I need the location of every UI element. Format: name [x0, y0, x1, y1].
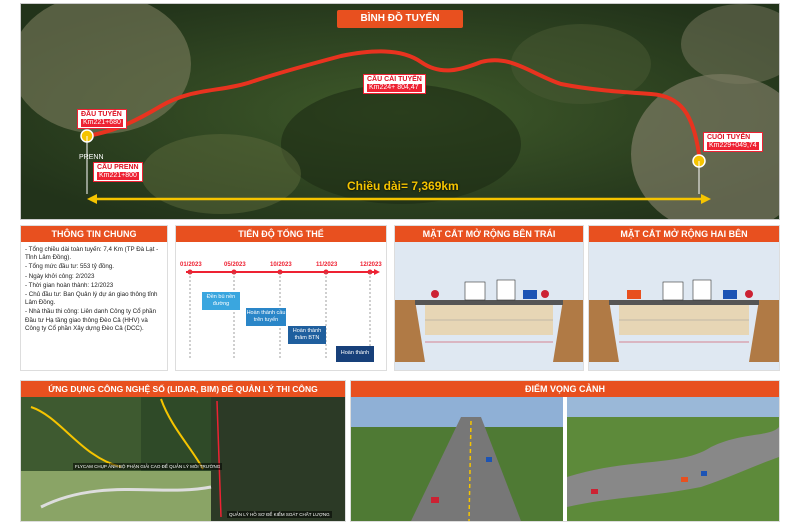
end-km: Km229+049,74 — [707, 142, 759, 150]
date-label: 05/2023 — [224, 262, 246, 268]
step-box: Hoàn thành cầu trên tuyến — [246, 308, 286, 326]
both-section-diagram — [589, 242, 779, 370]
bridge-km: Km224+ 804,47 — [367, 84, 422, 92]
date-label: 11/2023 — [316, 262, 338, 268]
start-km: Km221+680 — [81, 119, 123, 127]
prenn-name: CẦU PRENN — [97, 164, 139, 171]
both-section-panel: MẶT CẮT MỞ RỘNG HAI BÊN — [588, 225, 780, 371]
bridge-label: CẦU CÁI TUYẾN Km224+ 804,47 — [363, 74, 426, 94]
prenn-km: Km221+800 — [97, 172, 139, 180]
bim-caption-1: FLYCAM CHỤP ẢNH BỘ PHẬN GIẢI CAO ĐỂ QUẢN… — [73, 463, 223, 470]
prenn-label: CẦU PRENN Km221+800 — [93, 162, 143, 182]
info-item: - Ngày khởi công: 2/2023 — [25, 272, 95, 280]
end-label: CUỐI TUYẾN Km229+049,74 — [703, 132, 763, 152]
date-label: 12/2023 — [360, 262, 382, 268]
prenn-map-text: PRENN — [79, 154, 104, 161]
progress-title: TIẾN ĐỘ TỔNG THỂ — [176, 226, 386, 242]
end-name: CUỐI TUYẾN — [707, 134, 751, 141]
start-label: ĐẦU TUYẾN Km221+680 — [77, 109, 127, 129]
step-box: Đền bù nền đường — [202, 292, 240, 310]
bridge-name: CẦU CÁI TUYẾN — [367, 76, 422, 83]
general-info-title: THÔNG TIN CHUNG — [21, 226, 167, 242]
left-section-title: MẶT CẮT MỞ RỘNG BÊN TRÁI — [395, 226, 583, 242]
viewpoint-images — [351, 397, 779, 522]
left-section-diagram — [395, 242, 583, 370]
info-item: - Tổng mức đầu tư: 553 tỷ đồng. — [25, 263, 115, 271]
map-image — [21, 4, 779, 219]
bim-panel: ỨNG DỤNG CÔNG NGHỆ SỐ (LIDAR, BIM) ĐỂ QU… — [20, 380, 346, 522]
viewpoint-title: ĐIỂM VỌNG CẢNH — [351, 381, 779, 397]
step-box: Hoàn thành — [336, 346, 374, 362]
bim-caption-2: QUẢN LÝ HỒ SƠ ĐỂ KIỂM SOÁT CHẤT LƯỢNG — [227, 511, 332, 518]
map-title: BÌNH ĐỒ TUYẾN — [337, 10, 463, 28]
bim-images — [21, 397, 345, 521]
start-name: ĐẦU TUYẾN — [81, 111, 122, 118]
route-length: Chiều dài= 7,369km — [347, 179, 459, 193]
both-section-title: MẶT CẮT MỞ RỘNG HAI BÊN — [589, 226, 779, 242]
info-item: - Chủ đầu tư: Ban Quản lý dự án giao thô… — [25, 291, 158, 307]
general-info-panel: THÔNG TIN CHUNG - Tổng chiều dài toàn tu… — [20, 225, 168, 371]
info-item: - Tổng chiều dài toàn tuyến: 7,4 Km (TP … — [25, 246, 159, 262]
info-item: - Thời gian hoàn thành: 12/2023 — [25, 281, 114, 289]
timeline-dates: 01/2023 05/2023 10/2023 11/2023 12/2023 — [180, 262, 382, 268]
info-item: - Nhà thầu thi công: Liên danh Công ty C… — [25, 308, 157, 332]
progress-panel: TIẾN ĐỘ TỔNG THỂ 01/2023 05/2023 10/2023… — [175, 225, 387, 371]
date-label: 10/2023 — [270, 262, 292, 268]
bim-title: ỨNG DỤNG CÔNG NGHỆ SỐ (LIDAR, BIM) ĐỂ QU… — [21, 381, 345, 397]
date-label: 01/2023 — [180, 262, 202, 268]
route-line — [85, 49, 701, 156]
step-box: Hoàn thành thảm BTN — [288, 326, 326, 344]
general-info-list: - Tổng chiều dài toàn tuyến: 7,4 Km (TP … — [21, 242, 167, 338]
left-section-panel: MẶT CẮT MỞ RỘNG BÊN TRÁI — [394, 225, 584, 371]
viewpoint-panel: ĐIỂM VỌNG CẢNH — [350, 380, 780, 522]
timeline: 01/2023 05/2023 10/2023 11/2023 12/2023 — [180, 262, 382, 360]
route-map: BÌNH ĐỒ TUYẾN ĐẦU TUYẾN Km221+680 PRENN … — [20, 3, 780, 220]
